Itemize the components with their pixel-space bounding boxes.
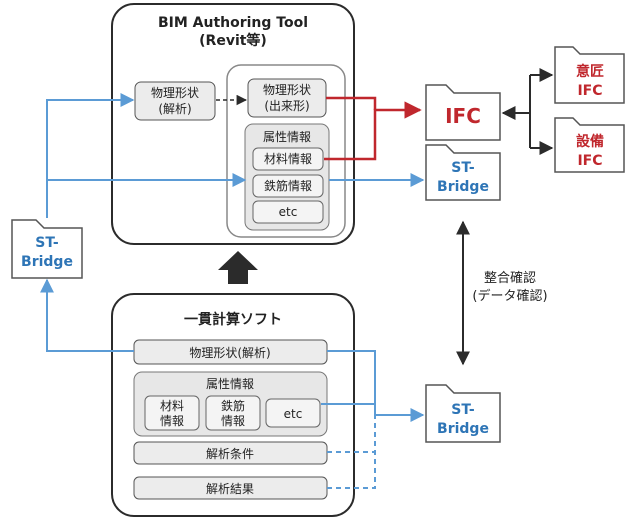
calc-analysis-result-node: 解析結果 bbox=[133, 476, 328, 500]
calc-analysis-condition-label: 解析条件 bbox=[206, 447, 254, 461]
calc-rebar-line1: 鉄筋 bbox=[221, 398, 245, 413]
ifc-main-file: IFC bbox=[425, 84, 501, 141]
bim-title-line2: (Revit等) bbox=[199, 32, 267, 49]
bottom-stbridge-file: ST- Bridge bbox=[425, 384, 501, 443]
calc-to-left-stbridge-arrow bbox=[40, 278, 134, 352]
consistency-line2: (データ確認) bbox=[472, 288, 547, 304]
bim-physical-built-node: 物理形状 (出来形) bbox=[247, 78, 327, 118]
consistency-line1: 整合確認 bbox=[484, 270, 536, 286]
bim-physical-analysis-node: 物理形状 (解析) bbox=[134, 81, 216, 121]
mid-stbridge-file: ST- Bridge bbox=[425, 144, 501, 201]
bottom-stbridge-line2: Bridge bbox=[437, 421, 489, 437]
calc-material-line1: 材料 bbox=[160, 399, 184, 413]
bim-attribute-group: 属性情報 材料情報 鉄筋情報 etc bbox=[244, 123, 330, 231]
ifc-arch-line2: IFC bbox=[577, 83, 602, 99]
bim-rebar-info: 鉄筋情報 bbox=[264, 178, 312, 193]
calc-physical-analysis-label: 物理形状(解析) bbox=[189, 346, 270, 360]
mid-stbridge-line1: ST- bbox=[451, 160, 475, 176]
built-to-ifc-link bbox=[326, 96, 377, 110]
bottom-stbridge-line1: ST- bbox=[451, 402, 475, 418]
bim-etc: etc bbox=[279, 205, 298, 219]
calc-software-panel: 一貫計算ソフト 物理形状(解析) 属性情報 材料 情報 鉄筋 情報 etc 解析… bbox=[111, 293, 355, 517]
calc-attribute-group: 属性情報 材料 情報 鉄筋 情報 etc bbox=[133, 371, 328, 437]
bim-title-line1: BIM Authoring Tool bbox=[158, 15, 308, 31]
calc-material-line2: 情報 bbox=[160, 414, 184, 428]
calc-analysis-condition-node: 解析条件 bbox=[133, 441, 328, 465]
ifc-arch-file: 意匠 IFC bbox=[554, 46, 625, 104]
material-to-ifc-arrow bbox=[324, 101, 422, 161]
big-up-arrow bbox=[218, 251, 258, 284]
bim-material-info: 材料情報 bbox=[264, 152, 312, 166]
calc-attribute-title: 属性情報 bbox=[206, 377, 254, 391]
bim-physical-built-line1: 物理形状 bbox=[263, 83, 311, 97]
left-stbridge-file: ST- Bridge bbox=[11, 219, 83, 279]
ifc-mep-line2: IFC bbox=[577, 153, 602, 169]
mid-stbridge-line2: Bridge bbox=[437, 179, 489, 195]
calc-title: 一貫計算ソフト bbox=[184, 311, 282, 328]
bim-attribute-title: 属性情報 bbox=[263, 130, 311, 144]
ifc-arch-line1: 意匠 bbox=[576, 63, 604, 80]
left-stbridge-line1: ST- bbox=[35, 235, 59, 251]
ifc-mep-file: 設備 IFC bbox=[554, 117, 625, 173]
calc-result-link bbox=[327, 452, 376, 489]
calc-to-bottom-stbridge-arrow bbox=[327, 350, 425, 422]
left-stbridge-line2: Bridge bbox=[21, 254, 73, 270]
red-connectors bbox=[324, 96, 422, 161]
ifc-main-label: IFC bbox=[445, 104, 481, 128]
blue-connectors bbox=[40, 93, 425, 489]
left-stbridge-to-bim-analysis-arrow bbox=[46, 93, 135, 218]
calc-physical-analysis-node: 物理形状(解析) bbox=[133, 339, 328, 365]
bim-physical-analysis-line2: (解析) bbox=[158, 102, 191, 116]
bim-physical-analysis-line1: 物理形状 bbox=[151, 86, 199, 100]
bim-physical-built-line2: (出来形) bbox=[264, 99, 309, 113]
calc-rebar-line2: 情報 bbox=[221, 414, 245, 428]
ifc-mep-line1: 設備 bbox=[576, 133, 604, 150]
calc-analysis-result-label: 解析結果 bbox=[206, 482, 254, 496]
bim-authoring-panel: BIM Authoring Tool (Revit等) 物理形状 (解析) 物理… bbox=[111, 3, 355, 245]
dark-connectors bbox=[456, 68, 554, 366]
calc-etc: etc bbox=[284, 407, 303, 421]
